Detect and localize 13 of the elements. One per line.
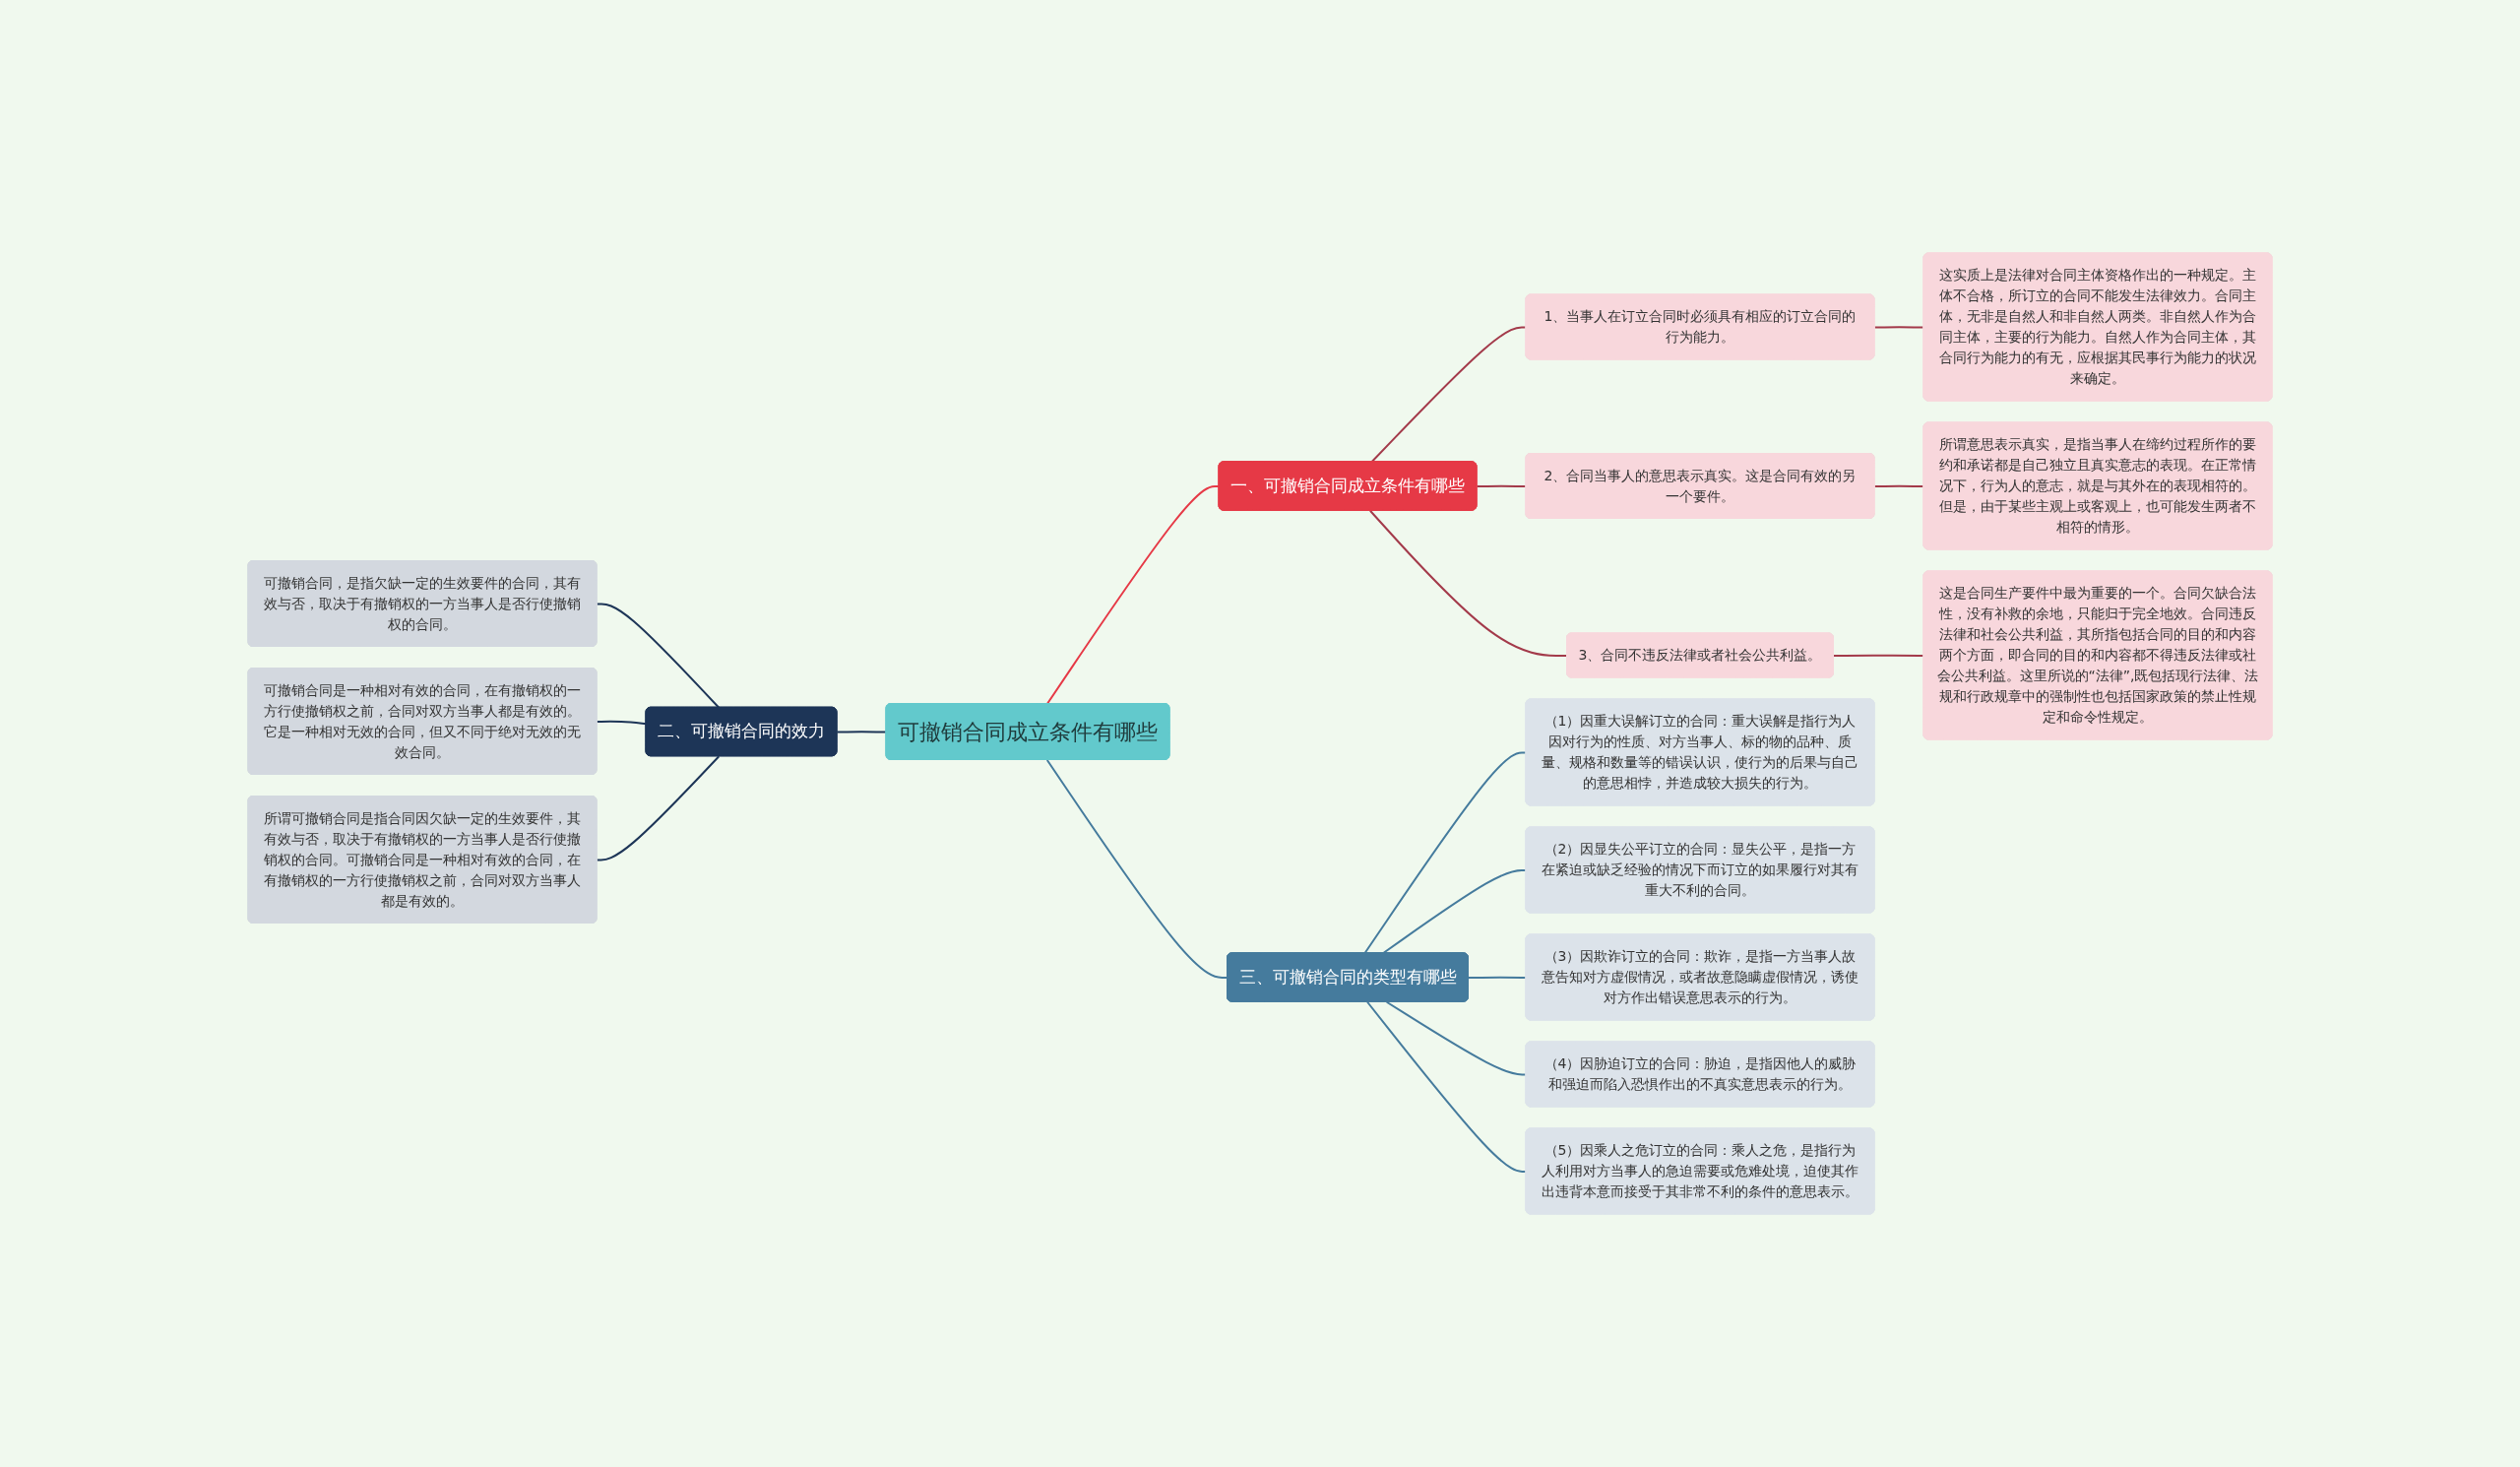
connector [596,755,721,861]
connector [1045,484,1221,705]
connector [1366,1000,1528,1173]
connector [836,731,888,734]
connector [1873,326,1925,329]
connector [1045,759,1228,979]
connector [596,720,648,726]
connector [1385,1000,1528,1076]
connector [596,603,721,709]
connector [1468,976,1528,979]
connector [1476,484,1528,487]
connector [1832,654,1925,657]
connector [1873,484,1925,487]
